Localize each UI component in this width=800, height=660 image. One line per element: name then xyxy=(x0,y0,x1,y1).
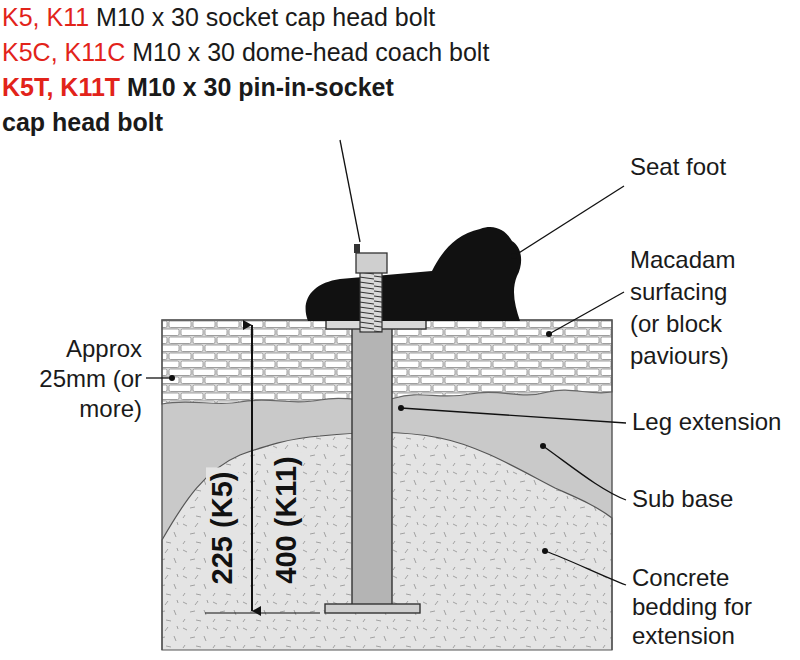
bolt-pin xyxy=(354,244,360,253)
part-label: Seat foot xyxy=(630,152,790,182)
bolt-description: M10 x 30 dome-head coach bolt xyxy=(132,38,489,66)
bolt-thread xyxy=(360,272,382,332)
bolt-option-line: K5, K11 M10 x 30 socket cap head bolt xyxy=(2,0,562,35)
base-plate xyxy=(325,604,420,613)
part-label: Macadam surfacing (or block paviours) xyxy=(630,244,758,372)
part-label: Sub base xyxy=(632,484,792,514)
model-code: K5C, K11C xyxy=(2,38,125,66)
part-label: Leg extension xyxy=(632,407,794,437)
bolt-head xyxy=(356,253,387,273)
sub-base xyxy=(162,320,612,650)
leg-extension xyxy=(325,320,426,613)
bolt-option-line: K5C, K11C M10 x 30 dome-head coach bolt xyxy=(2,35,562,70)
dimension-value: 225 (K5) xyxy=(206,468,238,589)
part-label: Concrete bedding for extension xyxy=(632,563,782,650)
ground-outline xyxy=(162,320,612,650)
dimension-note: Approx 25mm (or more) xyxy=(20,334,142,424)
ground-section xyxy=(162,320,612,650)
seat-foot xyxy=(306,227,522,321)
bolt-option-line: K5T, K11T M10 x 30 pin-in-socket cap hea… xyxy=(2,70,422,140)
model-code: K5T, K11T xyxy=(2,73,120,101)
depth-dimension xyxy=(205,325,320,613)
bolt-description: M10 x 30 socket cap head bolt xyxy=(96,3,435,31)
bolt xyxy=(354,244,387,332)
model-code: K5, K11 xyxy=(2,3,89,31)
dimension-value: 400 (K11) xyxy=(270,452,302,587)
